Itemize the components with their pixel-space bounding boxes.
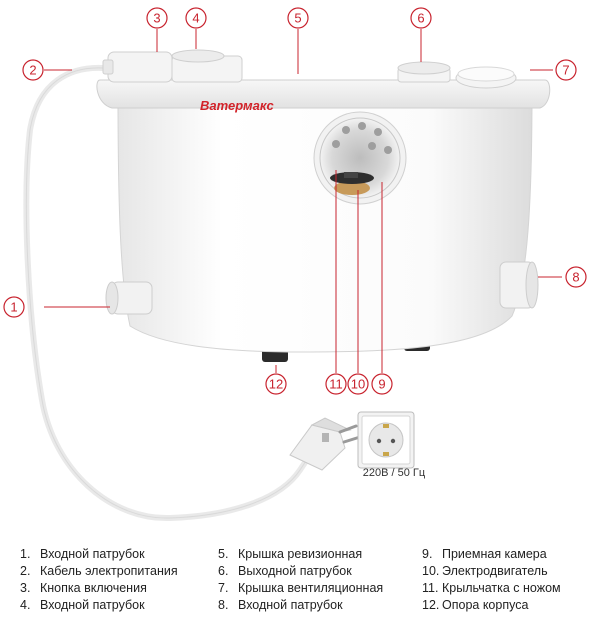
callout-9: 9 <box>378 377 385 392</box>
inlet-pipe-left <box>105 281 153 315</box>
callout-4: 4 <box>192 11 199 26</box>
legend-item: 7.Крышка вентиляционная <box>218 581 384 595</box>
pump-diagram: Ватермакс <box>3 7 587 522</box>
vent-cap <box>455 66 517 89</box>
legend-item: 2.Кабель электропитания <box>20 564 178 578</box>
callout-1: 1 <box>10 300 17 315</box>
callout-2: 2 <box>29 63 36 78</box>
legend-item: 12.Опора корпуса <box>422 598 529 612</box>
legend-item: 6.Выходной патрубок <box>218 564 352 578</box>
callout-3: 3 <box>153 11 160 26</box>
pump-lid <box>96 79 551 109</box>
receiving-chamber <box>313 111 407 205</box>
callout-11: 11 <box>329 377 343 392</box>
motor <box>334 181 370 195</box>
power-button-housing <box>102 51 173 83</box>
top-inlet-pipe <box>171 49 243 83</box>
inlet-pipe-right <box>499 261 539 309</box>
legend-column-1: 1.Входной патрубок 2.Кабель электропитан… <box>20 546 178 614</box>
legend-item: 1.Входной патрубок <box>20 547 145 561</box>
callout-8: 8 <box>572 270 579 285</box>
pump-body <box>117 91 533 353</box>
legend-column-2: 5.Крышка ревизионная 6.Выходной патрубок… <box>218 546 383 614</box>
wall-socket <box>357 411 415 469</box>
outlet-pipe-top <box>397 61 451 83</box>
callout-5: 5 <box>294 11 301 26</box>
callout-6: 6 <box>417 11 424 26</box>
parts-legend: 1.Входной патрубок 2.Кабель электропитан… <box>0 546 600 620</box>
leader-lines <box>44 29 562 373</box>
power-plug <box>289 417 362 471</box>
legend-item: 10.Электродвигатель <box>422 564 548 578</box>
legend-item: 8.Входной патрубок <box>218 598 343 612</box>
legend-item: 5.Крышка ревизионная <box>218 547 363 561</box>
callout-12: 12 <box>269 377 283 392</box>
callout-7: 7 <box>562 63 569 78</box>
brand-logo: Ватермакс <box>200 98 274 113</box>
legend-item: 9.Приемная камера <box>422 547 547 561</box>
legend-item: 11.Крыльчатка с ножом <box>422 581 561 595</box>
legend-item: 3.Кнопка включения <box>20 581 147 595</box>
callout-10: 10 <box>351 377 365 392</box>
socket-caption: 220В / 50 Гц <box>362 467 426 479</box>
legend-item: 4.Входной патрубок <box>20 598 145 612</box>
callout-markers <box>3 7 587 395</box>
legend-column-3: 9.Приемная камера 10.Электродвигатель 11… <box>422 546 561 614</box>
